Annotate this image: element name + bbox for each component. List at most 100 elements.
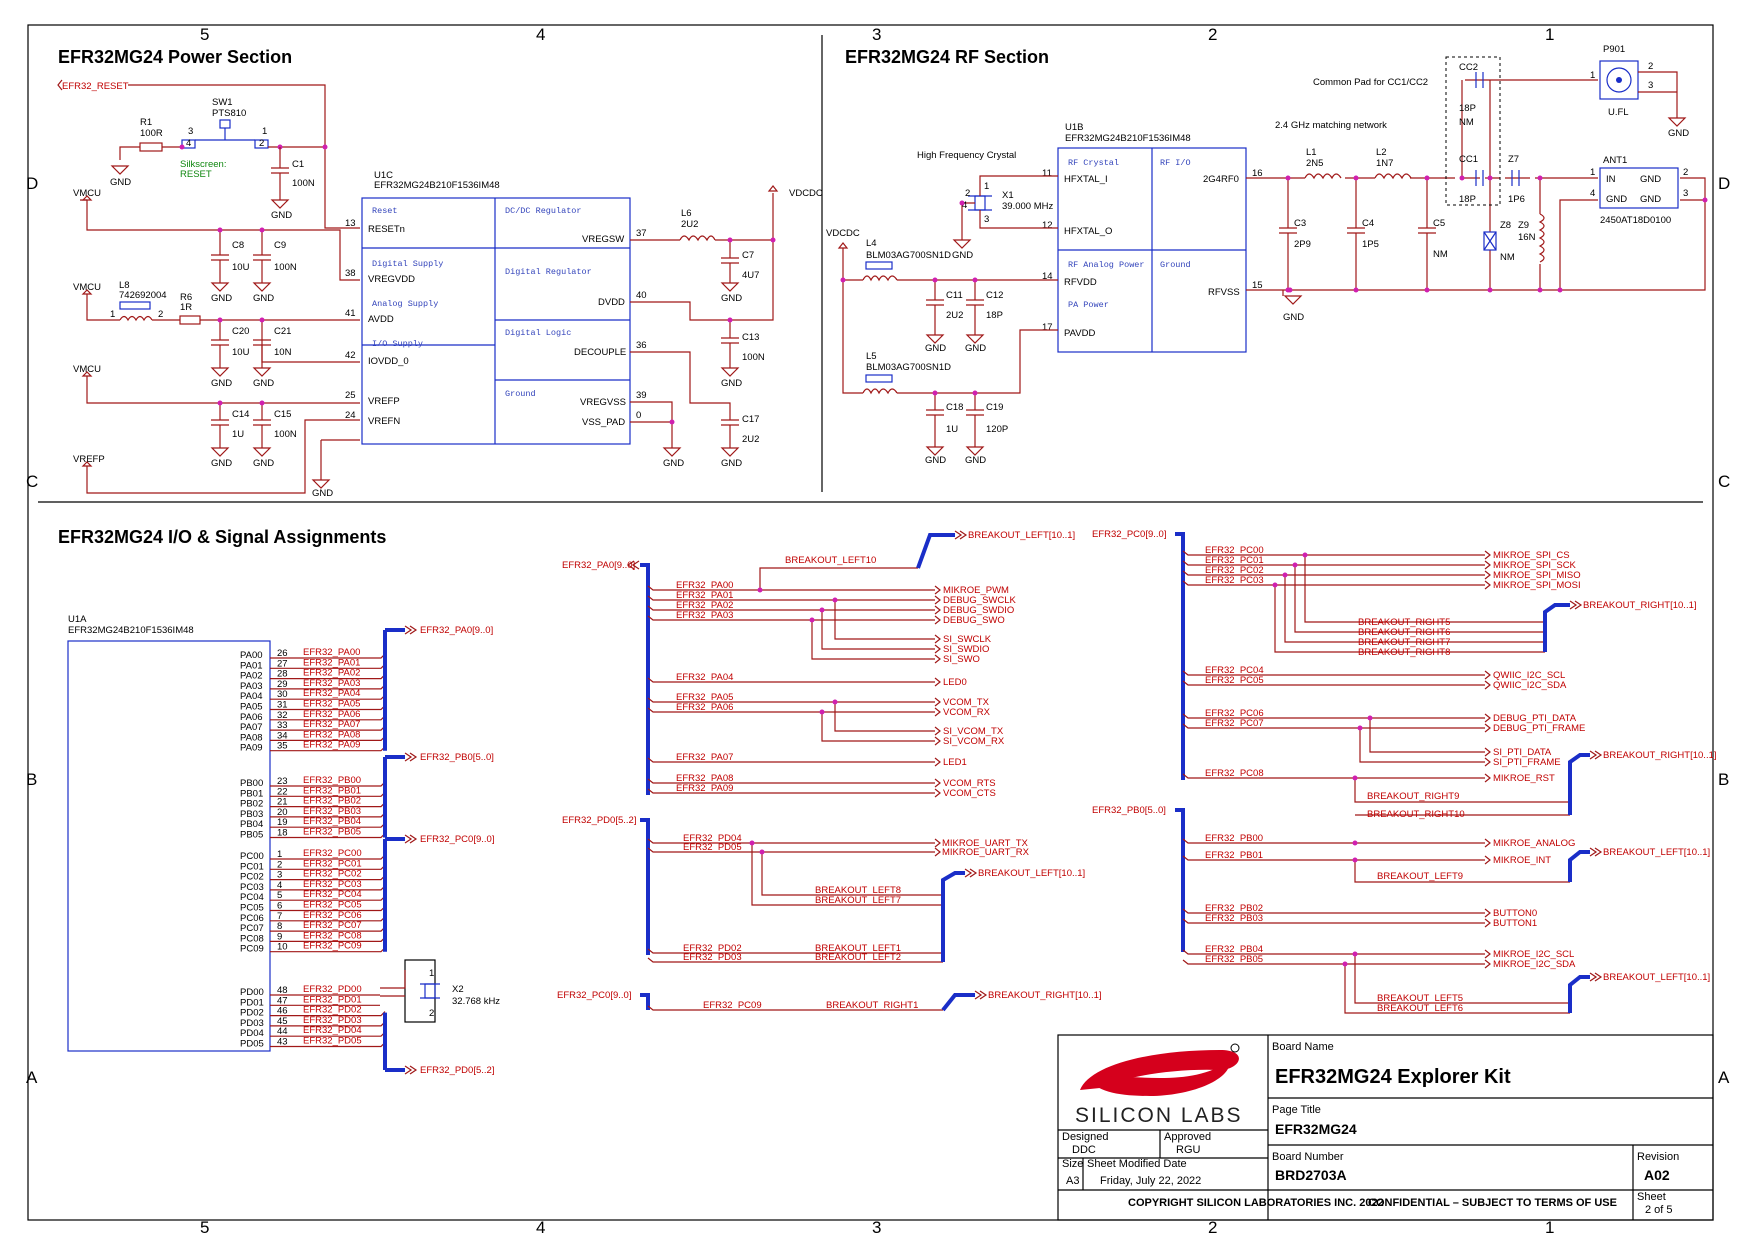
sheet-size: A3 [1066,1175,1079,1187]
svg-text:C8: C8 [232,240,244,251]
net-efr32_pc05: EFR32_PC05 [303,900,362,911]
svg-text:GND: GND [965,455,986,466]
u1a-pin-pb03: PB03 [240,809,263,820]
net-efr32_pc03: EFR32_PC03 [303,879,362,890]
svg-text:GND: GND [110,177,131,188]
u1a-pin-pa04: PA04 [240,691,263,702]
c1-value: 100N [292,178,315,189]
u1a-pin-pb05: PB05 [240,830,263,841]
svg-text:48: 48 [277,985,288,996]
svg-text:BREAKOUT_RIGHT[10..1]: BREAKOUT_RIGHT[10..1] [1603,750,1717,761]
svg-text:1: 1 [984,181,989,192]
zone-row-c-left: C [26,472,38,491]
svg-text:18P: 18P [1459,103,1476,114]
u1a-pin-pb04: PB04 [240,819,263,830]
svg-text:30: 30 [277,689,288,700]
zone-row-d-right: D [1718,174,1730,193]
svg-text:1U: 1U [946,424,958,435]
svg-text:MIKROE_I2C_SDA: MIKROE_I2C_SDA [1493,959,1576,970]
svg-text:C15: C15 [274,409,291,420]
svg-text:RESETn: RESETn [368,224,405,235]
net-efr32_pa02: EFR32_PA02 [303,668,360,679]
svg-text:GND: GND [1283,312,1304,323]
rf-section: U1B EFR32MG24B210F1536IM48 RF Crystal RF… [826,44,1708,466]
svg-text:GND: GND [1640,174,1661,185]
svg-text:EFR32_PC09: EFR32_PC09 [703,1000,762,1011]
rf-section-title: EFR32MG24 RF Section [845,47,1049,67]
svg-text:IN: IN [1606,174,1616,185]
net-efr32_pc04: EFR32_PC04 [303,889,362,900]
svg-text:4: 4 [1590,188,1595,199]
zone-row-a-left: A [26,1068,38,1087]
svg-text:2: 2 [429,1008,434,1019]
reset-net-arrow [57,79,63,91]
svg-text:43: 43 [277,1037,288,1048]
svg-text:13: 13 [345,218,356,229]
svg-text:31: 31 [277,700,288,711]
svg-text:2: 2 [1648,61,1653,72]
svg-text:RF Crystal: RF Crystal [1068,158,1119,168]
hfxo-title: High Frequency Crystal [917,150,1016,161]
silkscreen-reset: RESET [180,169,212,180]
u1a-pin-pd00: PD00 [240,987,264,998]
designed-by: DDC [1072,1144,1096,1156]
svg-text:EFR32_PC04: EFR32_PC04 [1205,665,1264,676]
svg-text:GND: GND [663,458,684,469]
svg-text:40: 40 [636,290,647,301]
svg-text:QWIIC_I2C_SCL: QWIIC_I2C_SCL [1493,670,1565,681]
net-efr32_pd01: EFR32_PD01 [303,994,362,1005]
svg-text:EFR32_PA01: EFR32_PA01 [676,590,733,601]
svg-text:1: 1 [1590,70,1595,81]
svg-text:MIKROE_SPI_MOSI: MIKROE_SPI_MOSI [1493,580,1581,591]
svg-text:GND: GND [271,210,292,221]
net-efr32_pc08: EFR32_PC08 [303,930,362,941]
svg-text:GND: GND [1606,194,1627,205]
sheet-number: 2 of 5 [1645,1204,1673,1216]
svg-text:2: 2 [277,859,282,870]
svg-text:Ground: Ground [505,389,536,399]
svg-text:BUTTON0: BUTTON0 [1493,908,1537,919]
svg-text:EFR32_PA04: EFR32_PA04 [676,672,733,683]
svg-text:19: 19 [277,817,288,828]
svg-text:GND: GND [1640,194,1661,205]
svg-text:SI_SWDIO: SI_SWDIO [943,644,989,655]
ant1-value: 2450AT18D0100 [1600,215,1671,226]
common-pad-box [1445,56,1501,206]
svg-text:EFR32_PA08: EFR32_PA08 [676,773,733,784]
u1a-pin-pa09: PA09 [240,743,263,754]
svg-text:EFR32_PB01: EFR32_PB01 [1205,850,1263,861]
svg-text:BREAKOUT_LEFT10: BREAKOUT_LEFT10 [785,555,876,566]
zone-row-a-right: A [1718,1068,1730,1087]
bus-label-pb: EFR32_PB0[5..0] [420,752,494,763]
svg-text:26: 26 [277,648,288,659]
svg-text:SI_SWO: SI_SWO [943,654,980,665]
svg-text:MIKROE_RST: MIKROE_RST [1493,773,1555,784]
net-efr32_pa01: EFR32_PA01 [303,657,360,668]
svg-text:DVDD: DVDD [598,297,625,308]
svg-text:Designed: Designed [1062,1131,1108,1143]
svg-text:39: 39 [636,390,647,401]
u1c-block [361,197,631,445]
r6-value: 1R [180,302,192,313]
revision: A02 [1644,1167,1670,1183]
svg-text:EFR32_PA02: EFR32_PA02 [676,600,733,611]
svg-text:34: 34 [277,730,288,741]
r6-ref: R6 [180,292,192,303]
vrefp-label: VREFP [73,454,105,465]
board-name-label: Board Name [1272,1041,1334,1053]
svg-text:11: 11 [1042,168,1052,179]
u1a-pin-pc06: PC06 [240,913,264,924]
sheet-border [27,24,1714,1221]
svg-text:BREAKOUT_LEFT[10..1]: BREAKOUT_LEFT[10..1] [968,530,1075,541]
svg-text:1: 1 [262,126,267,137]
svg-text:EFR32_PD03: EFR32_PD03 [683,952,742,963]
svg-text:22: 22 [277,786,288,797]
svg-text:DEBUG_SWCLK: DEBUG_SWCLK [943,595,1017,606]
l6-ref: L6 [681,208,692,219]
svg-text:QWIIC_I2C_SDA: QWIIC_I2C_SDA [1493,680,1567,691]
svg-text:EFR32_PD02: EFR32_PD02 [683,943,742,954]
svg-text:GND: GND [253,458,274,469]
